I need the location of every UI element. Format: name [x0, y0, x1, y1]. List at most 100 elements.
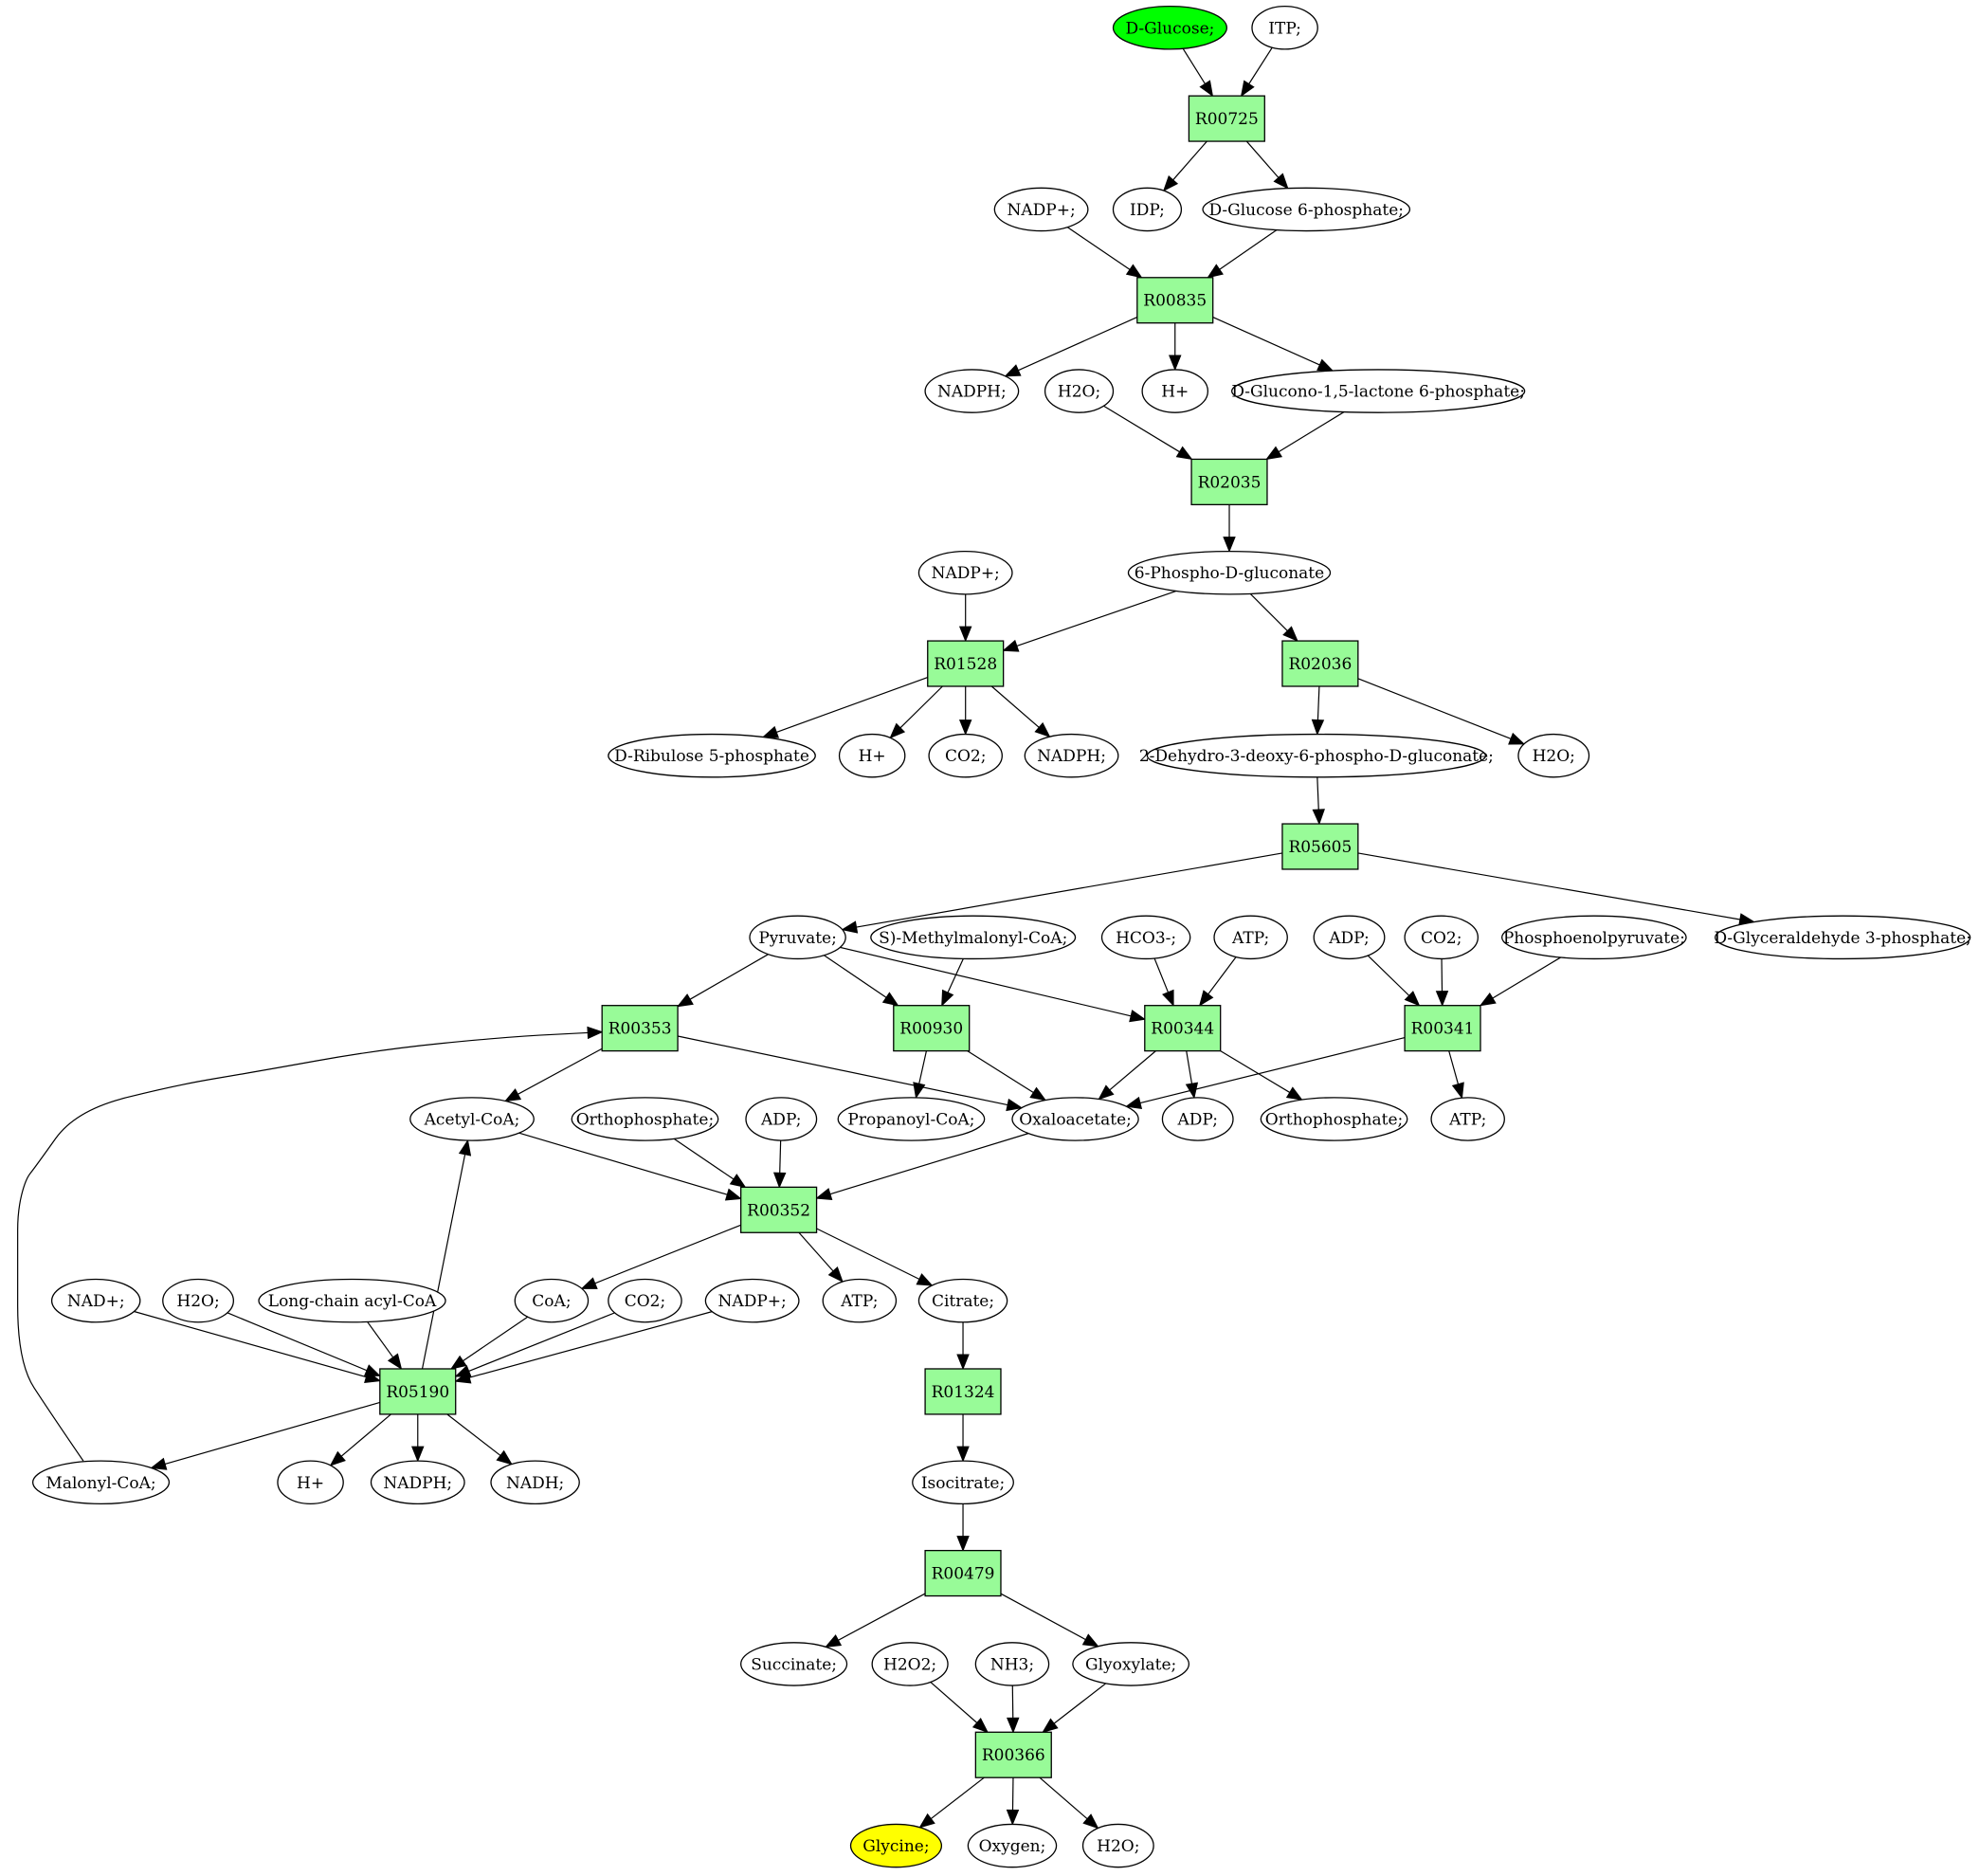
compound-node-c-glycine: Glycine;	[849, 1823, 943, 1868]
arrow-head-r_00835-to-c_glucono	[1316, 358, 1334, 372]
arrow-head-r_01324-to-c_isocitrate	[956, 1446, 970, 1463]
compound-ellipse	[1500, 915, 1687, 960]
edge-c_pep-to-r_00341	[1492, 956, 1561, 999]
compound-node-c-hplus-3: H+	[277, 1460, 344, 1505]
compound-ellipse	[277, 1460, 344, 1505]
node-label: R00366	[982, 1746, 1045, 1765]
edge-c_acetylcoa-to-r_00352	[518, 1132, 728, 1195]
node-label: CO2;	[945, 747, 987, 766]
compound-ellipse	[608, 733, 816, 778]
compound-ellipse	[870, 915, 1077, 960]
arrow-head-c_nadp_1-to-r_00835	[1125, 264, 1143, 279]
arrow-head-c_pi_1-to-r_00352	[729, 1174, 747, 1189]
compound-node-c-acetylcoa: Acetyl-CoA;	[409, 1097, 535, 1141]
edge-r_00344-to-c_pi_2	[1220, 1050, 1291, 1093]
reaction-node-r-00366: R00366	[974, 1731, 1052, 1778]
node-layer: D-Glucose;ITP;R00725NADP+;IDP;D-Glucose …	[31, 6, 1971, 1868]
edge-r_00344-to-c_adp_3	[1186, 1050, 1193, 1084]
edge-r_05190-to-c_hplus_3	[340, 1413, 391, 1457]
compound-node-c-lcacoa: Long-chain acyl-CoA	[258, 1278, 446, 1323]
edge-r_05605-to-c_pyruvate	[856, 852, 1283, 928]
compound-node-c-kdpg: 2-Dehydro-3-deoxy-6-phospho-D-gluconate;	[1139, 733, 1494, 778]
arrow-head-c_pyruvate-to-r_00344	[1129, 1010, 1147, 1023]
edge-c_adp_2-to-r_00352	[779, 1140, 782, 1174]
compound-ellipse	[1517, 733, 1590, 778]
reaction-node-r-05190: R05190	[379, 1368, 457, 1415]
arrow-head-r_00366-to-c_h2o_4	[1082, 1813, 1099, 1830]
edge-r_01528-to-c_ru5p	[776, 676, 928, 733]
node-label: H2O;	[1097, 1837, 1139, 1856]
node-label: R00344	[1151, 1020, 1214, 1039]
reaction-box	[1190, 458, 1268, 505]
edge-c_g6p-to-r_00835	[1219, 229, 1278, 270]
edge-r_00835-to-c_glucono	[1212, 317, 1320, 366]
compound-ellipse	[974, 1642, 1050, 1686]
arrow-head-c_6pg-to-r_02036	[1282, 626, 1298, 643]
compound-ellipse	[928, 733, 1003, 778]
compound-node-c-propanoylcoa: Propanoyl-CoA;	[837, 1097, 986, 1141]
arrow-head-c_h2o_3-to-r_05190	[363, 1364, 382, 1376]
arrow-head-c_adp_2-to-r_00352	[772, 1172, 787, 1189]
edge-r_02036-to-c_kdpg	[1316, 685, 1320, 720]
arrow-head-c_glucose-to-r_00725	[1199, 80, 1214, 98]
edge-r_00479-to-c_glyoxylate	[1000, 1593, 1086, 1641]
edge-c_6pg-to-r_02036	[1249, 592, 1288, 631]
node-label: ATP;	[1448, 1110, 1486, 1129]
node-label: Oxaloacetate;	[1019, 1110, 1132, 1129]
compound-node-c-oxygen: Oxygen;	[967, 1823, 1058, 1868]
arrow-head-c_coa-to-r_05190	[449, 1355, 467, 1370]
arrow-head-r_00344-to-c_pi_2	[1285, 1086, 1303, 1101]
arrow-head-c_kdpg-to-r_05605	[1312, 809, 1325, 826]
node-label: R01324	[932, 1383, 995, 1402]
compound-ellipse	[1146, 733, 1486, 778]
target-compound-ellipse	[849, 1823, 943, 1868]
arrow-head-r_00725-to-c_idp	[1162, 175, 1179, 192]
compound-ellipse	[1100, 915, 1191, 960]
edge-c_pyruvate-to-r_00930	[824, 955, 887, 998]
edge-c_malonylcoa-to-r_00353	[17, 1031, 589, 1462]
compound-ellipse	[1213, 915, 1288, 960]
compound-ellipse	[1202, 187, 1411, 232]
compound-node-c-isocitrate: Isocitrate;	[912, 1460, 1014, 1505]
arrow-head-r_05190-to-c_acetylcoa	[458, 1138, 472, 1157]
edge-c_atp_1-to-r_00344	[1207, 956, 1237, 995]
arrow-head-r_00352-to-c_coa	[580, 1277, 598, 1289]
node-label: 2-Dehydro-3-deoxy-6-phospho-D-gluconate;	[1139, 747, 1494, 766]
arrow-head-c_acetylcoa-to-r_00352	[724, 1188, 742, 1201]
compound-ellipse	[1715, 915, 1971, 960]
node-label: H+	[1161, 383, 1189, 402]
edge-r_00930-to-c_propanoylcoa	[918, 1050, 928, 1084]
edge-c_h2o_3-to-r_05190	[227, 1312, 368, 1372]
compound-node-c-pyruvate: Pyruvate;	[749, 915, 846, 960]
arrow-head-c_hco3-to-r_00344	[1162, 989, 1174, 1007]
edge-r_01528-to-c_hplus_2	[899, 685, 943, 729]
node-label: R00479	[932, 1565, 995, 1584]
reaction-box	[1281, 823, 1359, 870]
node-label: Glycine;	[862, 1837, 929, 1856]
arrow-head-r_00344-to-c_oaa	[1098, 1084, 1115, 1101]
arrow-head-r_01528-to-c_ru5p	[761, 725, 780, 738]
arrow-head-c_co2_2-to-r_00341	[1435, 991, 1449, 1008]
compound-node-c-g6p: D-Glucose 6-phosphate;	[1202, 187, 1411, 232]
compound-node-c-h2o-2: H2O;	[1517, 733, 1590, 778]
edge-c_mmcoa-to-r_00930	[947, 958, 964, 993]
compound-node-c-glucono: D-Glucono-1,5-lactone 6-phosphate;	[1231, 369, 1526, 413]
compound-ellipse	[837, 1097, 986, 1141]
arrow-head-r_01528-to-c_co2_1	[958, 719, 972, 736]
reaction-box	[1404, 1005, 1481, 1052]
node-label: Acetyl-CoA;	[424, 1110, 520, 1129]
edge-r_00479-to-c_succinate	[838, 1593, 926, 1641]
node-label: S)-Methylmalonyl-CoA;	[879, 929, 1067, 948]
node-label: R02035	[1198, 473, 1262, 492]
compound-node-c-succinate: Succinate;	[740, 1642, 848, 1686]
compound-node-c-nadph-2: NADPH;	[1024, 733, 1119, 778]
reaction-node-r-05605: R05605	[1281, 823, 1359, 870]
compound-node-c-atp-1: ATP;	[1213, 915, 1288, 960]
arrow-head-c_pep-to-r_00341	[1479, 992, 1497, 1007]
arrow-head-r_00835-to-c_nadph_1	[1004, 364, 1022, 377]
compound-node-c-itp: ITP;	[1251, 6, 1318, 50]
arrow-head-c_isocitrate-to-r_00479	[956, 1536, 970, 1552]
edge-r_00352-to-c_citrate	[816, 1228, 920, 1280]
arrow-head-c_malonylcoa-to-r_00353	[587, 1026, 604, 1040]
node-label: Oxygen;	[979, 1837, 1046, 1856]
